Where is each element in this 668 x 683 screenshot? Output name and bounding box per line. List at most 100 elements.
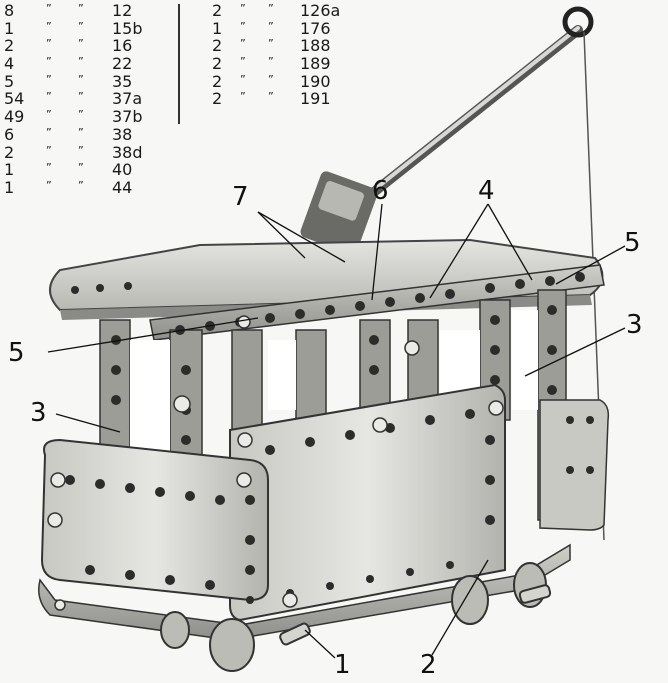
ditto-mark: ”: [46, 55, 52, 69]
tram-windows: [130, 310, 538, 460]
callout-2: 2: [420, 650, 437, 680]
trolley-pole: [300, 6, 605, 541]
ditto-mark: ”: [268, 37, 274, 51]
part-number: 176: [300, 18, 331, 38]
ditto-mark: ”: [46, 90, 52, 104]
part-number: 37a: [112, 89, 143, 109]
callout-5-left: 5: [8, 338, 25, 368]
parts-list-row: 2 ” ” 189: [200, 55, 350, 73]
part-number: 38: [112, 124, 133, 144]
perforation-holes: [65, 272, 594, 604]
part-quantity: 4: [4, 54, 15, 74]
ditto-mark: ”: [46, 37, 52, 51]
part-quantity: 1: [4, 177, 15, 197]
parts-list-row: 1 ” ” 44: [4, 179, 164, 197]
ditto-mark: ”: [240, 19, 246, 33]
parts-list-row: 2 ” ” 16: [4, 37, 164, 55]
part-number: 12: [112, 1, 133, 20]
callout-4: 4: [478, 176, 495, 206]
parts-list-right-column: 2””126a 1””176 2””188 2””189 2””190 2””1…: [200, 2, 350, 108]
callout-leader-lines: [47, 203, 626, 659]
ditto-mark: ”: [78, 2, 84, 15]
parts-list-row: 54 ” ” 37a: [4, 90, 164, 108]
part-quantity: 2: [4, 142, 15, 162]
part-quantity: 8: [4, 1, 15, 20]
ditto-mark: ”: [78, 178, 84, 192]
ditto-mark: ”: [78, 37, 84, 51]
part-number: 37b: [112, 107, 143, 127]
parts-list-row: 4 ” ” 22: [4, 55, 164, 73]
part-quantity: 5: [4, 71, 15, 91]
parts-list-row: 1 ” ” 176: [200, 18, 350, 38]
part-number: 16: [112, 36, 133, 56]
part-number: 44: [112, 177, 133, 197]
axle-ends: [279, 584, 552, 646]
part-number: 126a: [300, 1, 341, 20]
part-quantity: 2: [4, 36, 15, 56]
part-quantity: 2: [212, 71, 223, 91]
callout-1: 1: [334, 650, 351, 680]
parts-list-row: 2””188: [200, 37, 350, 55]
part-quantity: 2: [212, 54, 223, 74]
ditto-mark: ”: [46, 161, 52, 175]
tram-side-plate: [229, 383, 506, 622]
callout-6: 6: [372, 176, 389, 206]
callout-7: 7: [232, 182, 249, 212]
ditto-mark: ”: [268, 19, 274, 33]
ditto-mark: ”: [46, 2, 52, 15]
ditto-mark: ”: [78, 161, 84, 175]
ditto-mark: ”: [240, 55, 246, 69]
ditto-mark: ”: [78, 19, 84, 33]
ditto-mark: ”: [78, 90, 84, 104]
ditto-mark: ”: [240, 72, 246, 86]
ditto-mark: ”: [268, 72, 274, 86]
part-quantity: 6: [4, 124, 15, 144]
parts-list-row: 2””38d: [4, 142, 164, 162]
part-quantity: 1: [4, 160, 15, 180]
part-number: 35: [112, 71, 133, 91]
ditto-mark: ”: [46, 19, 52, 33]
ditto-mark: ”: [78, 55, 84, 69]
part-quantity: 1: [212, 18, 223, 38]
part-quantity: 2: [212, 89, 223, 109]
callout-5-right: 5: [624, 228, 641, 258]
ditto-mark: ”: [46, 178, 52, 192]
part-number: 40: [112, 160, 133, 180]
part-number: 191: [300, 89, 331, 109]
part-number: 190: [300, 71, 331, 91]
part-number: 38d: [112, 142, 143, 162]
part-number: 22: [112, 54, 133, 74]
parts-list-row: 6 ” ” 38: [4, 126, 164, 144]
parts-list-left-column: 8””12 1””15b 2””16 4””22 5””35 54””37a 4…: [4, 2, 164, 197]
ditto-mark: ”: [240, 2, 246, 15]
callout-3-left: 3: [30, 398, 47, 428]
parts-list-row: 8 ” ” 12: [4, 2, 164, 20]
part-number: 15b: [112, 18, 143, 38]
part-quantity: 54: [4, 89, 25, 109]
ditto-mark: ”: [78, 108, 84, 122]
parts-list-row: 2 ” ” 190: [200, 73, 350, 91]
parts-list-row: 1 ” ” 40: [4, 161, 164, 179]
part-quantity: 49: [4, 107, 25, 127]
ditto-mark: ”: [78, 125, 84, 139]
ditto-mark: ”: [268, 55, 274, 69]
ditto-mark: ”: [268, 2, 274, 15]
part-number: 188: [300, 36, 331, 56]
callout-3-right: 3: [626, 310, 643, 340]
ditto-mark: ”: [46, 108, 52, 122]
ditto-mark: ”: [78, 143, 84, 157]
parts-list-row: 2 ” ” 191: [200, 90, 350, 108]
parts-list-divider: [178, 4, 180, 124]
ditto-mark: ”: [240, 90, 246, 104]
part-number: 189: [300, 54, 331, 74]
ditto-mark: ”: [240, 37, 246, 51]
parts-list-row: 5””35: [4, 73, 164, 91]
parts-list-row: 2 ” ” 126a: [200, 2, 350, 20]
ditto-mark: ”: [46, 72, 52, 86]
ditto-mark: ”: [268, 90, 274, 104]
parts-list-row: 49 ” ” 37b: [4, 108, 164, 126]
part-quantity: 2: [212, 1, 223, 20]
bolt-heads: [47, 315, 504, 611]
ditto-mark: ”: [46, 125, 52, 139]
